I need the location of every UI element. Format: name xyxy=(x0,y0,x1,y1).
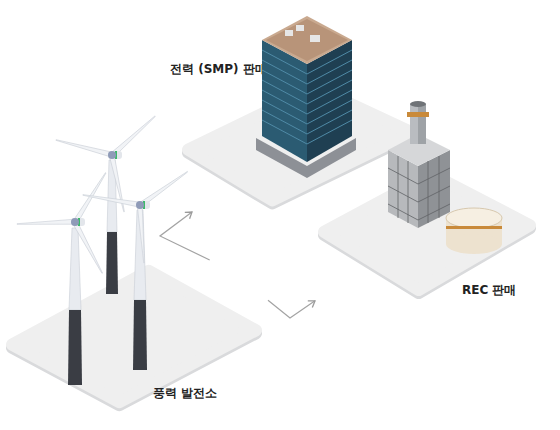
tank-top xyxy=(446,208,502,228)
platform-top xyxy=(324,174,530,290)
platform-top xyxy=(12,271,256,402)
plant-left-face xyxy=(388,150,418,228)
building-roof xyxy=(262,16,352,64)
wind-turbine xyxy=(55,115,157,294)
node-label: 전력 (SMP) 판매 xyxy=(170,62,267,77)
tank-band xyxy=(446,226,502,229)
wind-turbine xyxy=(82,170,189,370)
building-windows xyxy=(262,50,352,144)
platform-shape xyxy=(3,260,268,415)
platform-node: REC 판매 xyxy=(315,165,540,305)
plant-roof xyxy=(388,134,450,166)
roof-inner xyxy=(266,19,348,61)
chimney xyxy=(410,104,426,144)
wind-turbine xyxy=(17,172,108,385)
platform-shape xyxy=(170,62,420,212)
tank-body xyxy=(446,218,502,244)
power-plant xyxy=(388,101,502,254)
roof-unit xyxy=(310,35,320,42)
platform-node: 전력 (SMP) 판매 xyxy=(170,62,420,212)
roof-unit xyxy=(296,25,304,31)
platform-top xyxy=(188,88,412,201)
node-label: 풍력 발전소 xyxy=(153,386,217,401)
chimney-light xyxy=(410,104,418,144)
office-building xyxy=(256,16,356,178)
plant-scaffold xyxy=(388,156,450,223)
building-base xyxy=(256,138,356,178)
building-right-face xyxy=(307,40,352,162)
chimney-band xyxy=(407,112,429,117)
platform-node: 풍력 발전소 xyxy=(3,260,268,415)
flow-arrow xyxy=(160,212,210,260)
plant-right-face xyxy=(418,150,450,228)
building-left-face xyxy=(262,40,307,162)
chimney-top xyxy=(410,101,426,107)
flow-arrow xyxy=(268,300,315,318)
tank-bottom xyxy=(446,234,502,254)
node-label: REC 판매 xyxy=(462,283,516,298)
roof-unit xyxy=(285,30,293,36)
